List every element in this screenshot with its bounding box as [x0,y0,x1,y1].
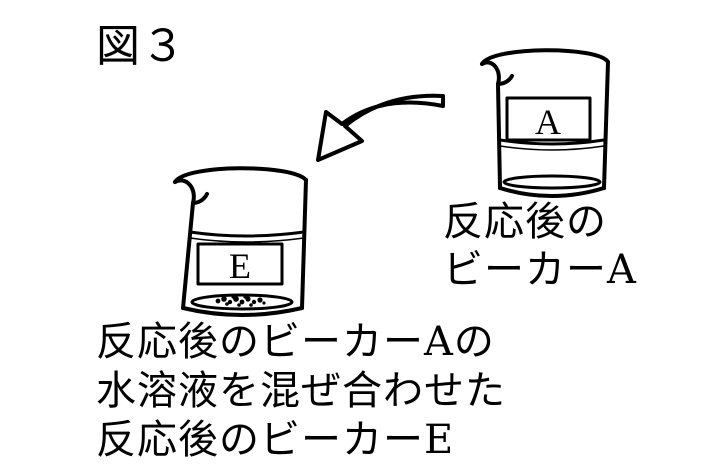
beaker-e-tag: E [229,246,251,286]
beaker-e-caption-line: 反応後のビーカーAの [96,319,495,365]
beaker-a-spout [480,60,514,86]
transfer-arrow [316,93,445,162]
beaker-a-wall-left [496,82,502,190]
figure-title: 図３ [96,21,186,72]
beaker-a-caption: 反応後の ビーカーA [443,198,637,294]
beaker-a-bottom [498,186,606,198]
beaker-a-liquid-shade [499,145,605,151]
beaker-a-tag: A [535,102,561,142]
beaker-e-caption-line: 水溶液を混ぜ合わせた [96,368,506,414]
beaker-e-label-box [196,242,284,286]
beaker-a-base-ring [502,174,602,190]
beaker-e-liquid-shade [189,237,305,243]
beaker-a-caption-line: ビーカーA [443,247,637,293]
beaker-e-rim [173,166,308,184]
beaker-e-caption-line: 反応後のビーカーE [96,417,455,463]
beaker-e-wall-left [181,201,195,310]
beaker-e: E [173,166,308,317]
beaker-a: A [480,48,610,198]
beaker-a-rim [480,48,610,66]
beaker-a-wall-right [602,60,610,190]
beaker-a-label-box [505,96,592,142]
beaker-e-liquid-surface [188,230,306,238]
precipitate [215,295,266,307]
beaker-e-spout [173,178,209,205]
beaker-e-base-ring [190,293,294,311]
beaker-e-bottom [181,306,304,317]
beaker-e-wall-right [300,178,308,310]
beaker-e-caption: 反応後のビーカーAの 水溶液を混ぜ合わせた 反応後のビーカーE [96,318,506,465]
beaker-a-caption-line: 反応後の [443,199,607,245]
